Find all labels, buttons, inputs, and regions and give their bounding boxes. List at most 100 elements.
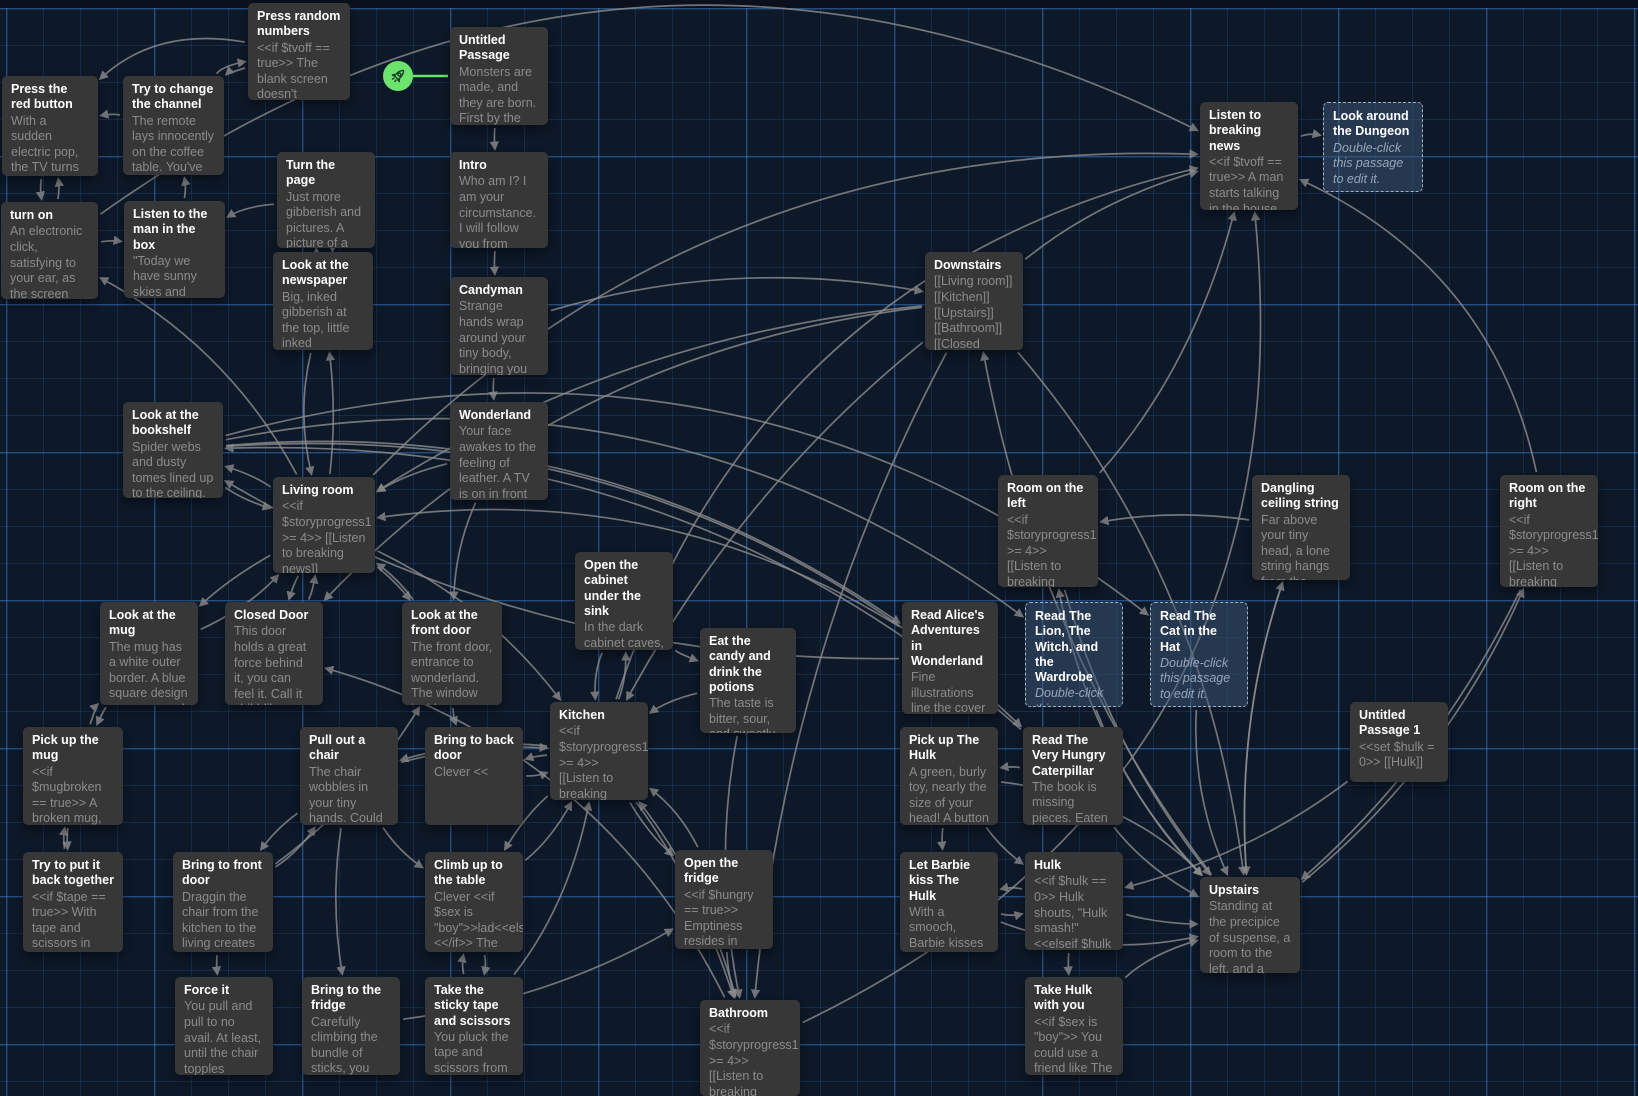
link-look-at-the-bookshelf-to-living-room (224, 486, 272, 511)
passage-take-hulk-with-you[interactable]: Take Hulk with you<<if $sex is "boy">> Y… (1025, 977, 1123, 1075)
passage-title: Bring to front door (182, 858, 262, 888)
passage-title: Closed Door (234, 608, 309, 622)
passage-title: Turn the page (286, 158, 336, 188)
passage-kitchen[interactable]: Kitchen<<if $storyprogress1 >= 4>> [[Lis… (550, 702, 648, 800)
passage-excerpt: <<if $tvoff == true>> A man starts talki… (1209, 154, 1284, 210)
passage-excerpt: <<if $storyprogress1 >= 4>> [[Listen to … (709, 1022, 799, 1096)
passage-hulk[interactable]: Hulk<<if $hulk == 0>> Hulk shouts, "Hulk… (1025, 852, 1123, 950)
link-climb-up-to-the-table-to-kitchen (524, 800, 573, 861)
passage-excerpt: The mug has a white outer border. A blue… (109, 639, 188, 706)
passage-try-to-put-it-back-together[interactable]: Try to put it back together<<if $tape ==… (23, 852, 123, 952)
link-hulk-to-take-hulk-with-you (1063, 952, 1073, 976)
link-kitchen-to-bring-to-back-door (524, 752, 548, 762)
passage-excerpt: Just more gibberish and pictures. A pict… (286, 189, 362, 249)
link-living-room-to-look-at-the-newspaper (325, 351, 336, 475)
link-pull-out-a-chair-to-bring-to-front-door (259, 812, 299, 852)
passage-room-on-the-left[interactable]: Room on the left<<if $storyprogress1 >= … (998, 475, 1098, 587)
passage-title: Open the cabinet under the sink (584, 558, 641, 618)
link-look-at-the-newspaper-to-living-room (303, 352, 315, 476)
passage-title: Let Barbie kiss The Hulk (909, 858, 971, 903)
passage-room-on-the-right[interactable]: Room on the right<<if $storyprogress1 >=… (1500, 475, 1598, 587)
passage-untitled-passage-1[interactable]: Untitled Passage 1<<set $hulk = 0>> [[Hu… (1350, 702, 1448, 782)
link-press-random-numbers-to-press-the-red-button (98, 37, 246, 81)
passage-open-the-fridge[interactable]: Open the fridge<<if $hungry == true>> Em… (675, 850, 773, 949)
passage-title: Living room (282, 483, 354, 497)
link-press-the-red-button-to-turn-on (35, 178, 45, 201)
link-pull-out-a-chair-to-climb-up-to-the-table (382, 827, 425, 869)
passage-pick-up-the-mug[interactable]: Pick up the mug<<if $mugbroken == true>>… (23, 727, 123, 825)
passage-listen-to-breaking-news[interactable]: Listen to breaking news<<if $tvoff == tr… (1200, 102, 1298, 210)
passage-excerpt: Double-click this passage to edit it. (1333, 140, 1404, 186)
passage-excerpt: Fine illustrations line the cover and pa… (911, 670, 986, 714)
passage-excerpt: The chair wobbles in your tiny hands. Co… (309, 764, 383, 826)
link-candyman-to-downstairs (550, 276, 924, 312)
passage-title: Look at the mug (109, 608, 176, 638)
passage-title: Take the sticky tape and scissors (434, 983, 511, 1028)
passage-listen-to-the-man-in-the-box[interactable]: Listen to the man in the box"Today we ha… (124, 201, 225, 298)
passage-title: Look around the Dungeon (1333, 109, 1410, 139)
passage-title: Untitled Passage (459, 33, 510, 63)
passage-title: Press the red button (11, 82, 73, 112)
link-try-to-put-it-back-together-to-pick-up-the-mug (58, 826, 69, 850)
passage-excerpt: An electronic click, satisfying to your … (10, 224, 83, 299)
passage-press-random-numbers[interactable]: Press random numbers<<if $tvoff == true>… (248, 3, 350, 100)
link-pick-up-the-hulk-to-hulk (985, 826, 1025, 865)
link-dangling-ceiling-string-to-room-on-the-left (1099, 514, 1250, 526)
link-turn-on-to-listen-to-breaking-news (99, 4, 1199, 215)
passage-downstairs[interactable]: Downstairs[[Living room]] [[Kitchen]] [[… (925, 252, 1023, 350)
passage-excerpt: <<if $hulk == 0>> Hulk shouts, "Hulk sma… (1034, 874, 1112, 950)
passage-excerpt: Your face awakes to the feeling of leath… (459, 424, 537, 500)
passage-title: Force it (184, 983, 230, 997)
link-listen-to-the-man-in-the-box-to-try-to-change-the-channel (181, 176, 191, 199)
passage-title: Wonderland (459, 408, 531, 422)
passage-title: Look at the newspaper (282, 258, 349, 288)
passage-bathroom[interactable]: Bathroom<<if $storyprogress1 >= 4>> [[Li… (700, 1000, 800, 1096)
passage-title: Pull out a chair (309, 733, 366, 763)
passage-title: Look at the bookshelf (132, 408, 199, 438)
link-pick-up-the-mug-to-look-at-the-mug (89, 702, 100, 725)
link-bring-to-back-door-to-kitchen (525, 771, 549, 780)
passage-excerpt: Carefully climbing the bundle of sticks,… (311, 1014, 378, 1076)
passage-living-room[interactable]: Living room<<if $storyprogress1 >= 4>> [… (273, 477, 375, 573)
passage-title: Read The Very Hungry Caterpillar (1032, 733, 1106, 778)
passage-excerpt: <<if $tape == true>> With tape and sciss… (32, 889, 106, 951)
passage-read-the-lion-the-witch-and-the-wardrobe[interactable]: Read The Lion, The Witch, and the Wardro… (1025, 602, 1123, 707)
link-try-to-change-the-channel-to-press-the-red-button (99, 109, 121, 119)
passage-excerpt: <<if $storyprogress1 >= 4>> [[Listen to … (1007, 512, 1097, 588)
passage-title: Climb up to the table (434, 858, 503, 888)
passage-title: Room on the left (1007, 481, 1084, 511)
link-kitchen-to-climb-up-to-the-table (504, 795, 549, 852)
passage-title: Kitchen (559, 708, 605, 722)
